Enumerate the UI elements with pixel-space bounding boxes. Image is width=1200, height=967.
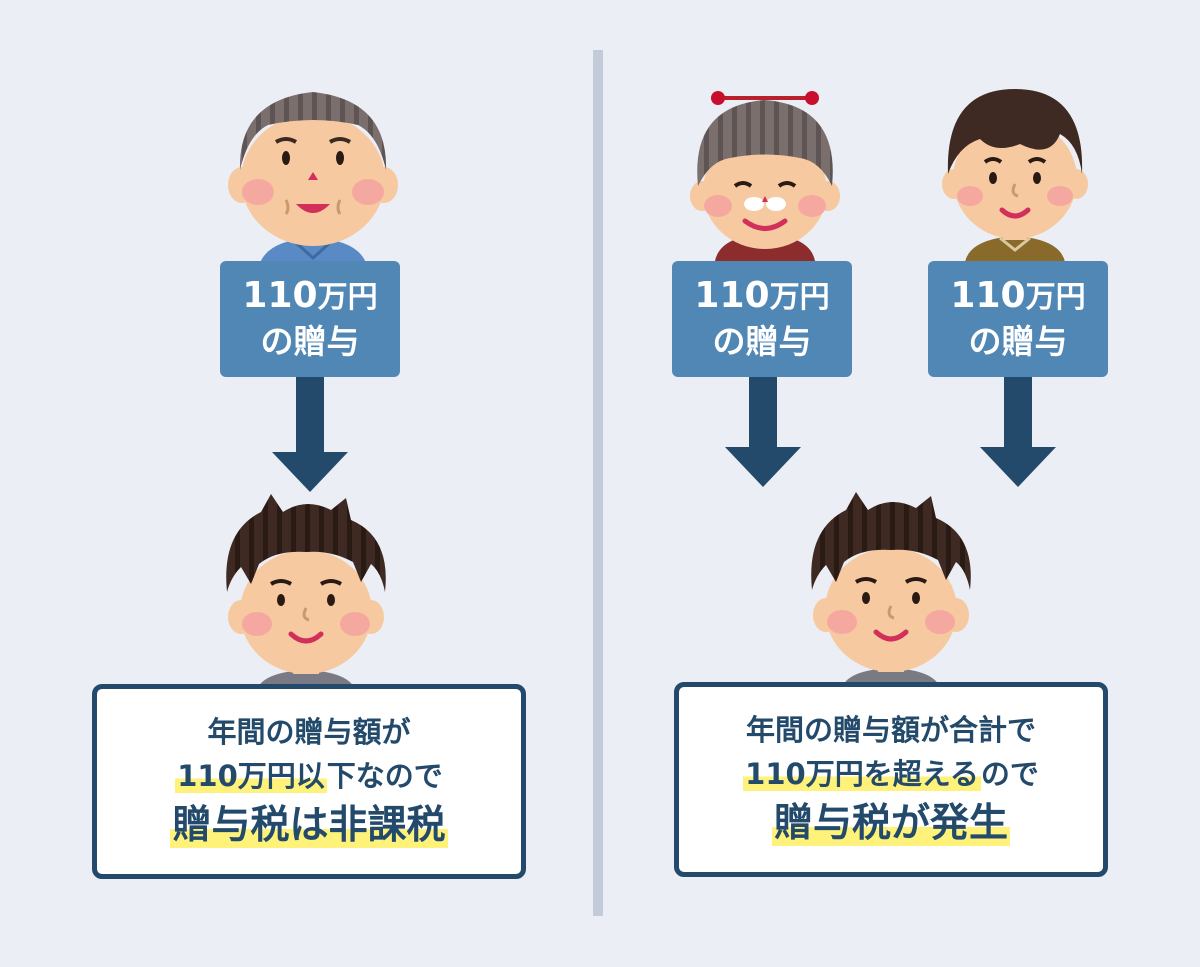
result-line2-rest: ので bbox=[980, 756, 1039, 791]
gift-label: の贈与 bbox=[968, 322, 1068, 361]
gift-amount: 110 bbox=[242, 275, 318, 316]
child-icon bbox=[806, 490, 976, 690]
result-line2-rest: 下なので bbox=[326, 758, 443, 793]
arrow-down-icon bbox=[725, 377, 801, 487]
gift-unit: 万円 bbox=[769, 280, 830, 315]
result-line2-highlight: 110万円以 bbox=[175, 758, 327, 793]
gift-label: の贈与 bbox=[712, 322, 812, 361]
gift-amount: 110 bbox=[950, 275, 1026, 316]
result-line1: 年間の贈与額が bbox=[207, 714, 411, 749]
result-box-left: 年間の贈与額が 110万円以下なので 贈与税は非課税 bbox=[92, 684, 526, 879]
gift-box-left: 110万円 の贈与 bbox=[220, 261, 400, 377]
gift-unit: 万円 bbox=[317, 280, 378, 315]
result-conclusion: 贈与税は非課税 bbox=[170, 802, 448, 848]
arrow-down-icon bbox=[980, 377, 1056, 487]
gift-label: の贈与 bbox=[260, 322, 360, 361]
result-conclusion: 贈与税が発生 bbox=[771, 800, 1010, 846]
result-line1: 年間の贈与額が合計で bbox=[745, 712, 1036, 747]
gift-box-right-1: 110万円 の贈与 bbox=[672, 261, 852, 377]
gift-unit: 万円 bbox=[1025, 280, 1086, 315]
grandfather-icon bbox=[228, 80, 398, 270]
arrow-down-icon bbox=[272, 377, 348, 492]
result-box-right: 年間の贈与額が合計で 110万円を超えるので 贈与税が発生 bbox=[674, 682, 1108, 877]
center-divider bbox=[593, 50, 603, 916]
gift-box-right-2: 110万円 の贈与 bbox=[928, 261, 1108, 377]
child-icon bbox=[221, 492, 391, 692]
gift-amount: 110 bbox=[694, 275, 770, 316]
result-line2-highlight: 110万円を超える bbox=[743, 756, 981, 791]
grandmother-icon bbox=[690, 86, 840, 261]
parent-icon bbox=[940, 84, 1090, 262]
